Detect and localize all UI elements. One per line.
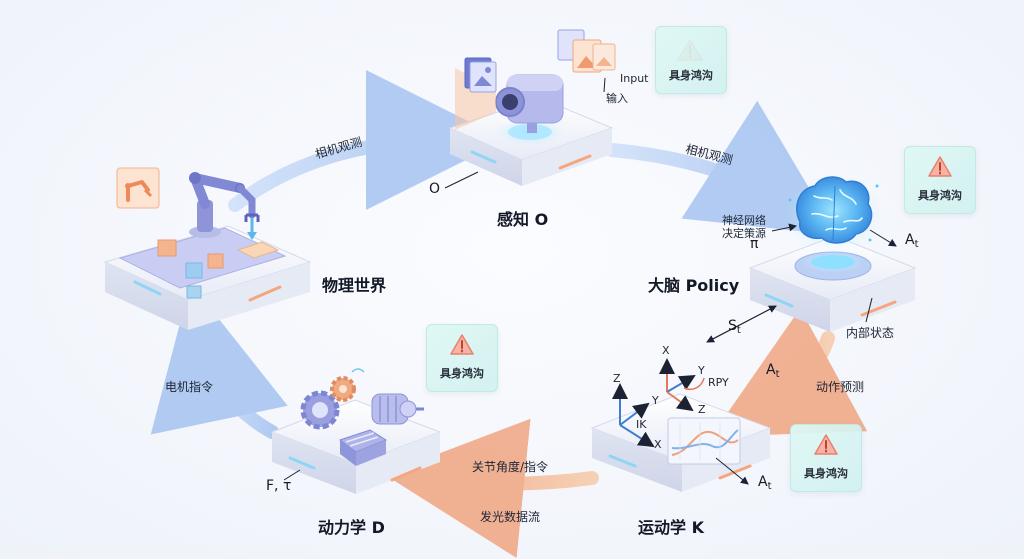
controller-chip-icon <box>338 429 388 466</box>
station-physical-label: 物理世界 <box>322 276 387 295</box>
symbol-pi: π <box>750 236 759 252</box>
embodiment-gap-badge-kinematics: 具身鸿沟 <box>790 424 862 492</box>
trajectory-graph <box>667 417 741 465</box>
warning-icon <box>450 334 474 355</box>
platform-kinematics <box>590 358 772 492</box>
station-dynamics-label: 动力学 D <box>318 518 385 537</box>
arrow-st-back <box>706 305 777 343</box>
cube-blue <box>185 262 203 279</box>
axis-y-upper: Y <box>698 364 705 377</box>
arc-kinematics-to-dynamics <box>384 418 599 559</box>
station-perception-label: 感知 O <box>497 210 549 229</box>
badge-label: 具身鸿沟 <box>918 189 962 202</box>
nn-line2-label: 决定策源 <box>722 227 766 240</box>
input-zh-label: 输入 <box>606 92 628 105</box>
symbol-f-tau: F, τ <box>266 478 292 494</box>
pointer-o <box>444 171 479 189</box>
cube-blue-2 <box>186 285 202 299</box>
cube-orange <box>157 239 177 257</box>
warning-icon <box>928 156 952 177</box>
image-stack-icon <box>464 57 497 93</box>
arc-brain-to-kinematics <box>710 308 868 437</box>
pointer-nn <box>771 223 797 232</box>
platform-physical <box>103 167 312 330</box>
platform-dynamics <box>270 368 442 494</box>
rpy-label: RPY <box>708 376 729 389</box>
symbol-a-kinematics: At <box>758 474 772 492</box>
flow-motor-cmd: 电机指令 <box>165 380 214 394</box>
camera-icon <box>455 68 564 133</box>
axis-z-upper: Z <box>698 403 706 416</box>
badge-label: 具身鸿沟 <box>669 69 713 82</box>
nn-line1-label: 神经网络 <box>722 214 766 227</box>
robot-arm-icon <box>189 172 260 240</box>
station-kinematics-label: 运动学 K <box>638 518 704 537</box>
badge-label: 具身鸿沟 <box>804 467 848 480</box>
flow-joint-cmd: 关节角度/指令 <box>472 460 549 474</box>
cube-orange-2 <box>207 253 224 269</box>
flow-action-pred: 动作预测 <box>816 380 865 394</box>
brain-icon <box>783 175 883 255</box>
robot-pictogram-icon <box>116 167 160 209</box>
internal-state-label: 内部状态 <box>846 326 895 340</box>
axis-x-upper: X <box>662 344 670 357</box>
symbol-o: O <box>429 181 441 197</box>
axis-x-left: X <box>654 438 662 451</box>
arc-dynamics-to-physical <box>150 283 288 439</box>
pointer-ftau <box>283 469 301 481</box>
flow-light-stream: 发光数据流 <box>480 510 541 524</box>
warning-icon <box>814 434 838 455</box>
axis-y-left: Y <box>652 394 659 407</box>
input-en-label: Input <box>620 72 649 85</box>
ik-label: IK <box>636 418 647 431</box>
platform-perception <box>448 29 616 186</box>
station-brain-label: 大脑 Policy <box>648 276 740 295</box>
arc-perception-to-brain <box>605 100 838 236</box>
symbol-s: St <box>728 318 741 336</box>
motor-icon <box>371 393 424 425</box>
symbol-a-brain: At <box>905 232 919 250</box>
arrow-at-kin <box>715 457 749 485</box>
pointer-at-brain <box>869 229 897 247</box>
coordinate-frame-icon <box>612 358 705 448</box>
embodiment-gap-badge-top: 具身鸿沟 <box>655 26 727 94</box>
pointer-internal <box>865 297 873 323</box>
platform-brain <box>748 175 917 332</box>
input-image-icon <box>557 29 616 73</box>
badge-label: 具身鸿沟 <box>440 367 484 380</box>
axis-z-left: Z <box>613 372 621 385</box>
gear-icon <box>300 376 356 430</box>
embodiment-gap-badge-dynamics: 具身鸿沟 <box>426 324 498 392</box>
symbol-a-action: At <box>766 362 780 380</box>
embodiment-gap-badge-brain: 具身鸿沟 <box>904 146 976 214</box>
arc-physical-to-perception <box>228 70 506 212</box>
